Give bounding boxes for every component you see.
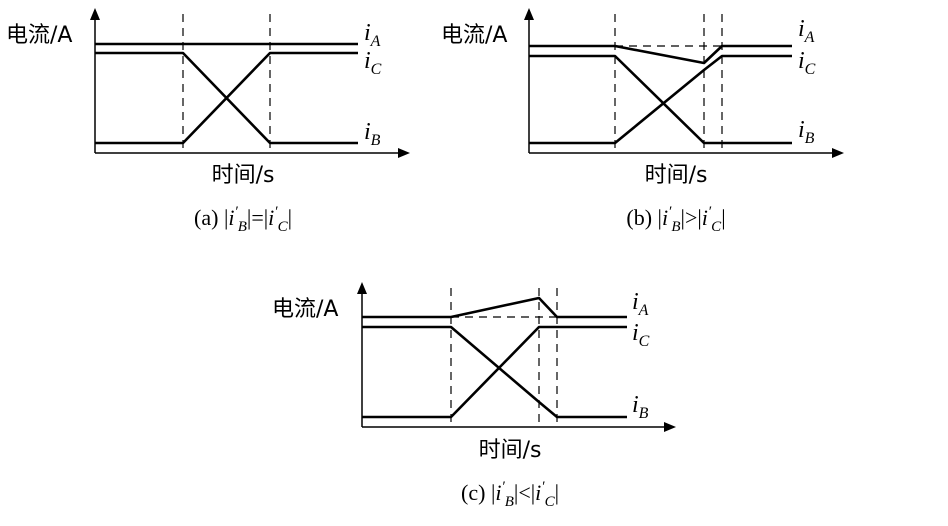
panel-a: 电流/A iA iC iB 时间/s (a) |i′B|=|i′C| (6, 8, 410, 235)
y-axis-label: 电流/A (441, 23, 507, 48)
caption: (b) |i′B|>|i′C| (626, 204, 725, 235)
series-ib (362, 325, 627, 419)
x-axis-label: 时间/s (645, 163, 708, 188)
series-label-ic: iC (798, 48, 816, 78)
series-label-ib: iB (364, 119, 381, 149)
series-ia (529, 44, 792, 65)
series-ic (95, 51, 358, 145)
caption: (a) |i′B|=|i′C| (194, 204, 292, 235)
caption: (c) |i′B|<|i′C| (461, 479, 559, 510)
y-axis-arrow (357, 282, 367, 294)
series-ia (362, 296, 627, 319)
x-axis-label: 时间/s (212, 163, 275, 188)
x-axis-label: 时间/s (479, 438, 542, 463)
series-label-ic: iC (632, 320, 650, 350)
series-ic (529, 54, 792, 145)
y-axis-arrow (90, 8, 100, 20)
series-label-ia: iA (798, 16, 815, 46)
y-axis-label: 电流/A (272, 297, 338, 322)
series-label-ib: iB (632, 392, 649, 422)
x-axis-arrow (664, 422, 676, 432)
series-label-ia: iA (364, 20, 381, 50)
x-axis-arrow (832, 148, 844, 158)
y-axis-label: 电流/A (6, 23, 72, 48)
y-axis-arrow (524, 8, 534, 20)
series-ic (362, 325, 627, 419)
series-label-ib: iB (798, 117, 815, 147)
series-label-ia: iA (632, 289, 649, 319)
x-axis-arrow (398, 148, 410, 158)
series-label-ic: iC (364, 48, 382, 78)
panel-b: 电流/A iA iC iB 时间/s (b) |i′B|>|i′C| (441, 8, 844, 235)
series-ib (529, 54, 792, 145)
panel-c: 电流/A iA iC iB 时间/s (c) |i′B|<|i′C| (272, 282, 676, 510)
